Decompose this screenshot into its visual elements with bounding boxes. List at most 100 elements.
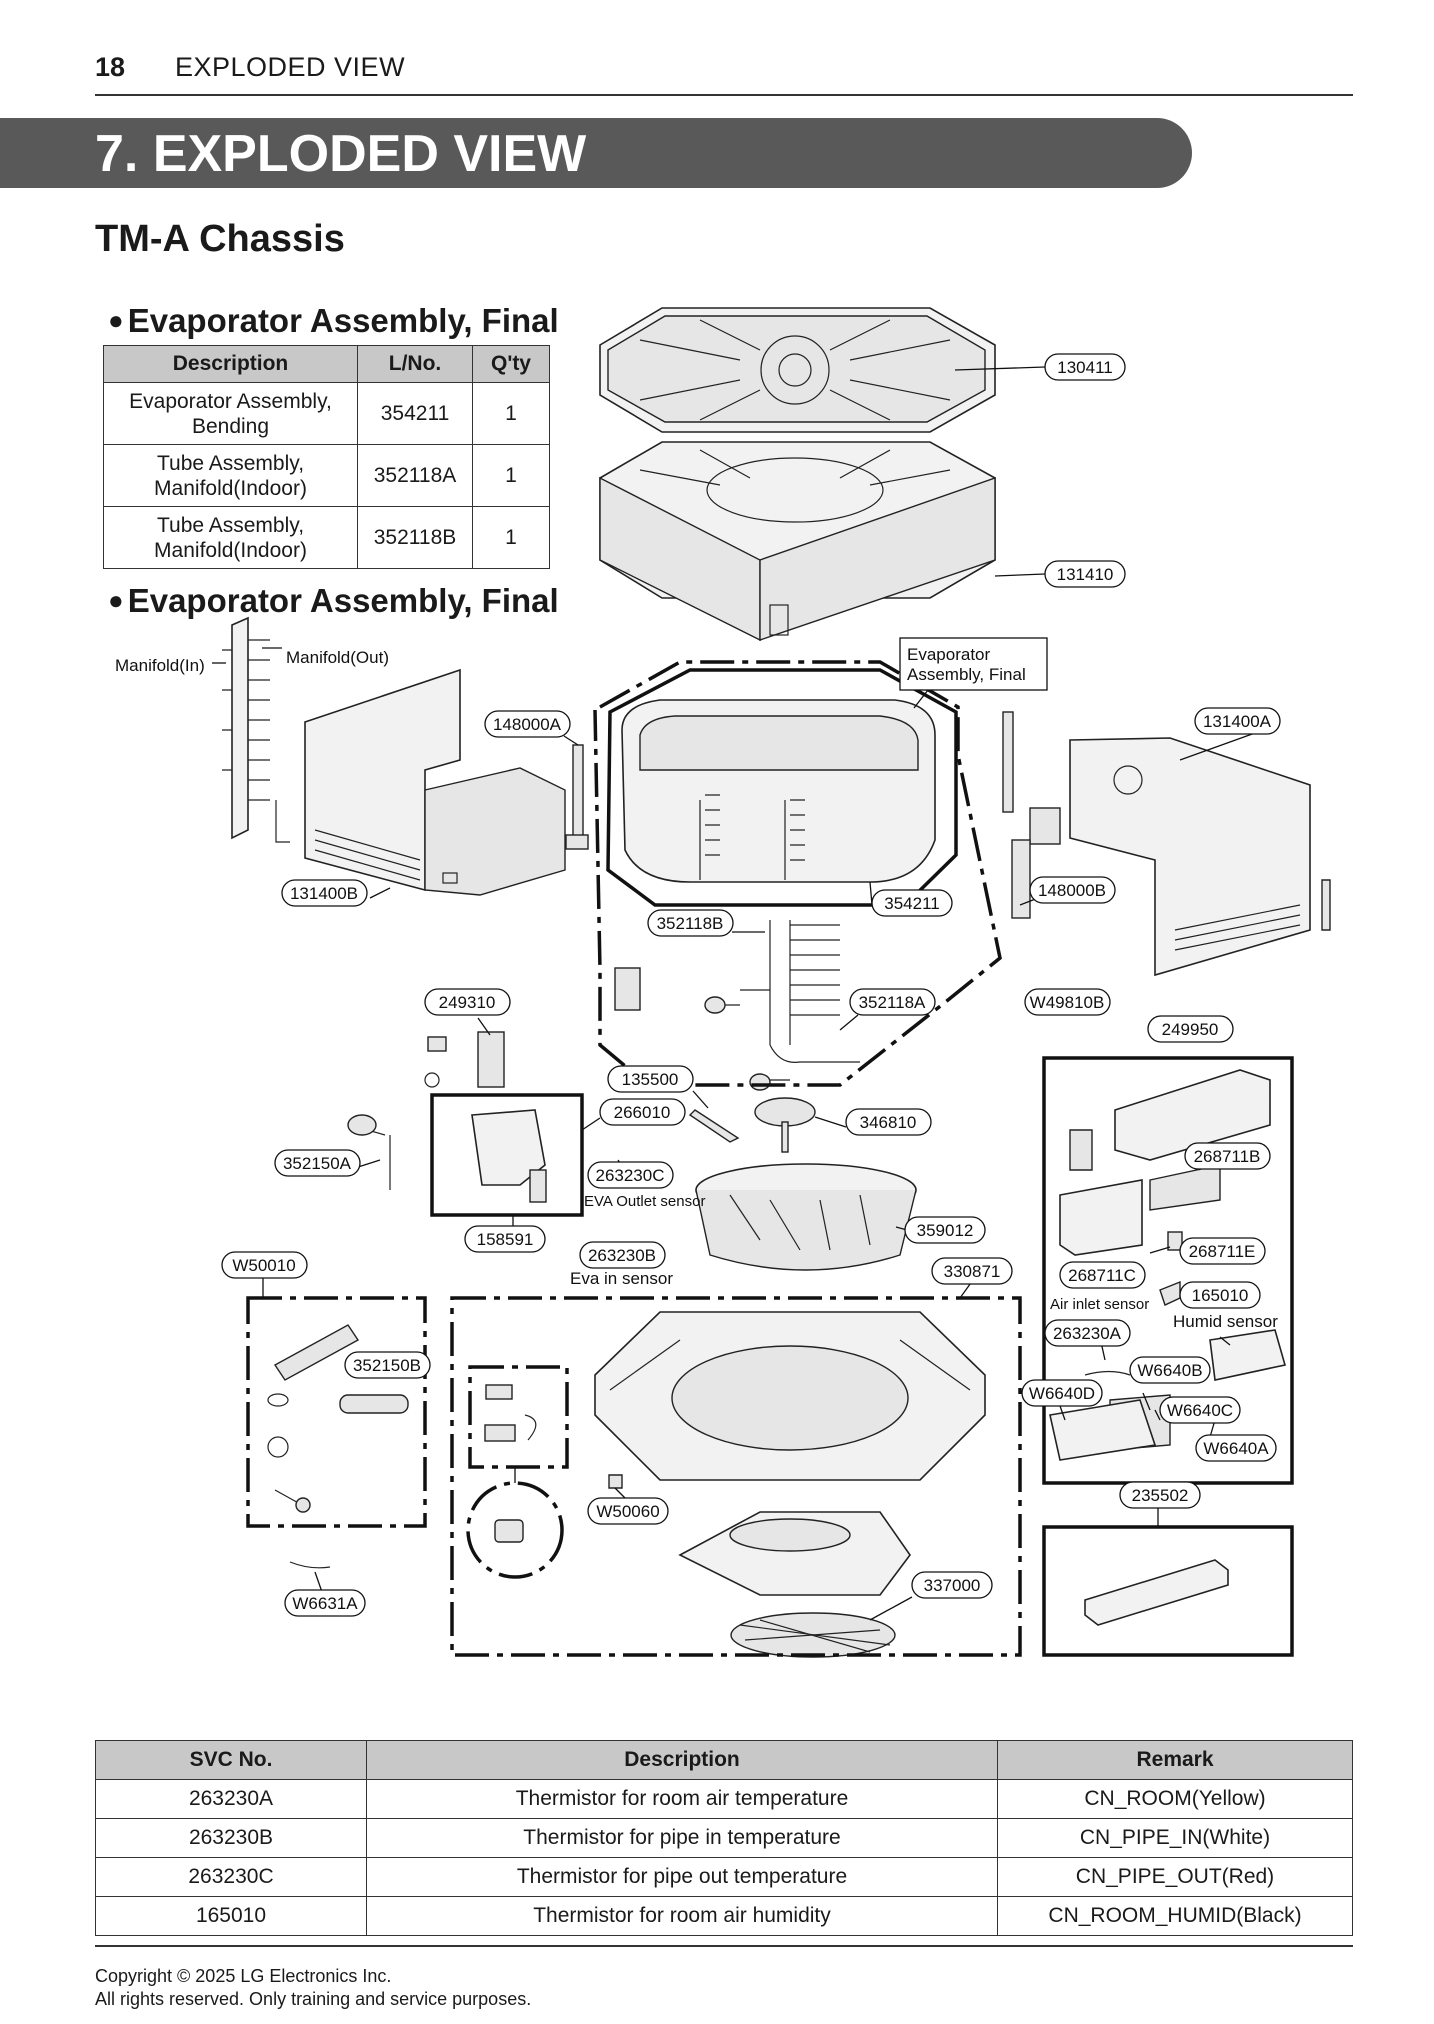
table-header-row: SVC No. Description Remark [95,1740,1353,1780]
callout-label: 235502 [1132,1486,1189,1505]
callout-352150a: 352150A [274,1149,361,1177]
evaporator-table-title: Evaporator Assembly, Final [108,302,559,340]
callout-label: 268711C [1068,1266,1136,1285]
plate-235502-part [1084,1559,1229,1626]
callout-label: 330871 [944,1262,1001,1281]
callout-label: 263230A [1053,1324,1122,1343]
callout-165010: 165010 [1179,1281,1261,1309]
callout-263230b: 263230B [579,1241,666,1269]
copyright-text: Copyright © 2025 LG Electronics Inc. [95,1966,392,1986]
header-section-title: EXPLODED VIEW [175,52,406,82]
callout-label: 158591 [477,1230,534,1249]
small-part-icon [424,1072,440,1088]
table-cell-svc: 263230C [95,1857,367,1897]
callout-249310: 249310 [424,988,511,1016]
callout-w6640b: W6640B [1129,1356,1211,1384]
table-row: 263230C Thermistor for pipe out temperat… [95,1857,1353,1897]
callout-263230c: 263230C [587,1161,674,1189]
table-row: Tube Assembly,Manifold(Indoor) 352118A 1 [103,444,550,507]
callout-337000: 337000 [911,1571,993,1599]
callout-label: W6640B [1137,1361,1202,1380]
callout-249950: 249950 [1147,1015,1234,1043]
callout-label: 249310 [439,993,496,1012]
table-row: Tube Assembly,Manifold(Indoor) 352118B 1 [103,506,550,569]
desc-line: Bending [191,414,270,438]
eva-outlet-sensor-label: EVA Outlet sensor [584,1193,705,1210]
table-header-row: Description L/No. Q'ty [103,345,550,383]
service-parts-table: SVC No. Description Remark 263230A Therm… [95,1740,1353,1936]
page-header: 18 EXPLODED VIEW [95,48,1353,96]
manifold-assembly-part [212,616,290,843]
callout-label: 135500 [622,1070,679,1089]
callout-w6640a: W6640A [1195,1434,1277,1462]
front-panel-part [594,1311,986,1481]
callout-label: 249950 [1162,1020,1219,1039]
callout-268711b: 268711B [1184,1142,1271,1170]
callout-330871: 330871 [931,1257,1013,1285]
callout-label: 352150B [353,1356,421,1375]
table-row: 263230A Thermistor for room air temperat… [95,1779,1353,1819]
column-header: Description [103,345,358,383]
callout-346810: 346810 [845,1108,932,1136]
callout-label: W49810B [1030,993,1105,1012]
installation-kit-part [267,1324,409,1513]
callout-w6631a: W6631A [284,1589,366,1617]
callout-label: W6640A [1203,1439,1269,1458]
callout-label: 268711E [1189,1242,1256,1261]
table-cell-description: Thermistor for pipe in temperature [366,1818,998,1858]
callout-label: 263230C [595,1166,664,1185]
table-cell-description: Tube Assembly,Manifold(Indoor) [103,506,358,569]
rights-text: All rights reserved. Only training and s… [95,1989,532,2009]
desc-line: Manifold(Indoor) [154,476,307,500]
table-cell-remark: CN_ROOM_HUMID(Black) [997,1896,1353,1936]
callout-158591: 158591 [464,1225,546,1253]
evaporator-assembly-table: Description L/No. Q'ty Evaporator Assemb… [103,345,550,569]
table-cell-lno: 354211 [357,382,473,445]
column-header: SVC No. [95,1740,367,1780]
right-side-panel-part [1069,737,1331,977]
table-cell-description: Evaporator Assembly,Bending [103,382,358,445]
callout-148000a: 148000A [484,710,571,738]
callout-352150b: 352150B [344,1351,431,1379]
callout-label: 130411 [1057,358,1112,377]
table-cell-lno: 352118A [357,444,473,507]
callout-label: 131410 [1057,565,1114,584]
callout-label: 165010 [1192,1286,1249,1305]
table-cell-description: Thermistor for pipe out temperature [366,1857,998,1897]
section-banner: 7. EXPLODED VIEW [0,118,1192,188]
fan-motor-part [471,1109,547,1203]
front-panel-box-330871 [450,1296,1022,1657]
manifold-tubes-part [704,920,860,1091]
table-cell-lno: 352118B [357,506,473,569]
column-header: Description [366,1740,998,1780]
callout-148000b: 148000B [1029,876,1116,904]
exploded-view-diagram: .part { fill:#f2f2f2; stroke:#222; strok… [115,307,1331,1658]
evaporator-coil-part [621,699,936,883]
evaporator-assembly-dashed-boundary [593,660,1002,1087]
banner-title: 7. EXPLODED VIEW [95,125,587,183]
drain-pan-part [599,441,996,642]
column-header: Remark [997,1740,1353,1780]
callout-label: 352118A [859,993,926,1012]
column-header: L/No. [357,345,473,383]
callout-label: W50010 [232,1256,295,1275]
sensor-inset-circle [466,1481,564,1579]
table-row: 165010 Thermistor for room air humidity … [95,1896,1353,1936]
table-cell-remark: CN_ROOM(Yellow) [997,1779,1353,1819]
callout-label: 359012 [917,1221,974,1240]
table-cell-svc: 263230A [95,1779,367,1819]
sensor-clip-part [484,1384,623,1543]
desc-line: Tube Assembly, [156,451,305,475]
desc-line: Manifold(Indoor) [154,538,307,562]
motor-346810-part [754,1097,816,1153]
callout-label: 346810 [860,1113,917,1132]
callout-label: 337000 [924,1576,981,1595]
callout-label: 354211 [884,894,939,913]
left-side-panel-part [304,668,566,896]
table-cell-svc: 165010 [95,1896,367,1936]
callout-label: 263230B [588,1246,656,1265]
callout-label: W6640D [1029,1384,1095,1403]
column-header: Q'ty [472,345,550,383]
evaporator-coil-boundary [606,668,958,907]
table-cell-remark: CN_PIPE_IN(White) [997,1818,1353,1858]
